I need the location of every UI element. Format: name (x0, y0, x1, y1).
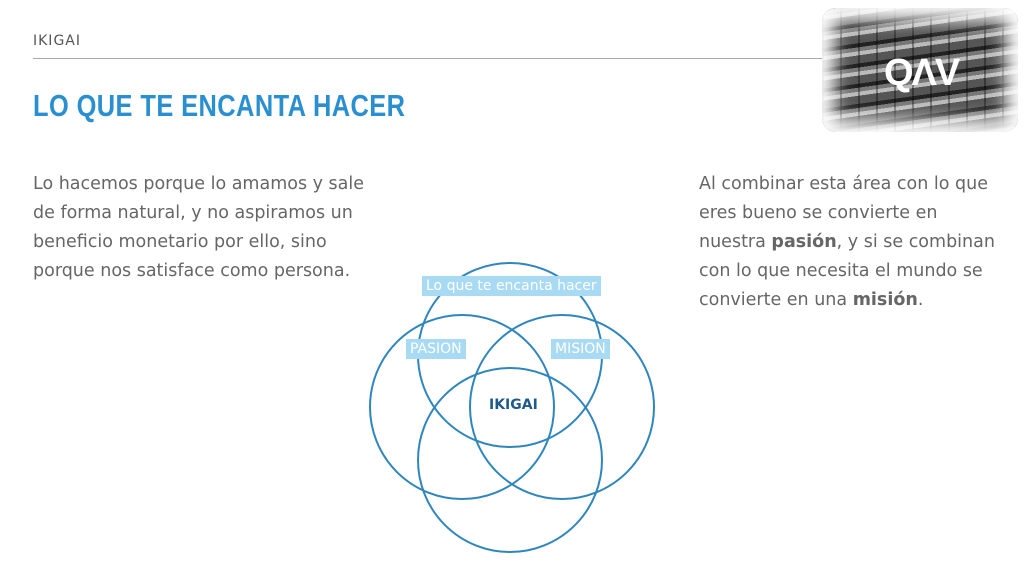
bold-mision: misión (852, 290, 918, 310)
section-label: IKIGAI (33, 33, 81, 49)
circle-bottom (417, 367, 603, 553)
circle-right (469, 314, 655, 500)
label-ikigai: IKIGAI (489, 397, 538, 413)
building-photo (822, 8, 1018, 132)
logo: QΛV (884, 52, 960, 94)
text: . (917, 290, 924, 310)
divider (33, 58, 833, 59)
label-top: Lo que te encanta hacer (422, 276, 601, 296)
text: , y si se combinan con lo que necesita e… (699, 232, 995, 310)
text: Al combinar esta área con lo que eres bu… (699, 174, 989, 252)
label-mision: MISION (551, 339, 610, 359)
circle-left (369, 314, 555, 500)
page-title: LO QUE TE ENCANTA HACER (33, 88, 406, 123)
bold-pasion: pasión (771, 232, 837, 252)
label-pasion: PASION (406, 339, 466, 359)
description-right: Al combinar esta área con lo que eres bu… (699, 170, 999, 315)
description-left: Lo hacemos porque lo amamos y sale de fo… (33, 174, 365, 281)
